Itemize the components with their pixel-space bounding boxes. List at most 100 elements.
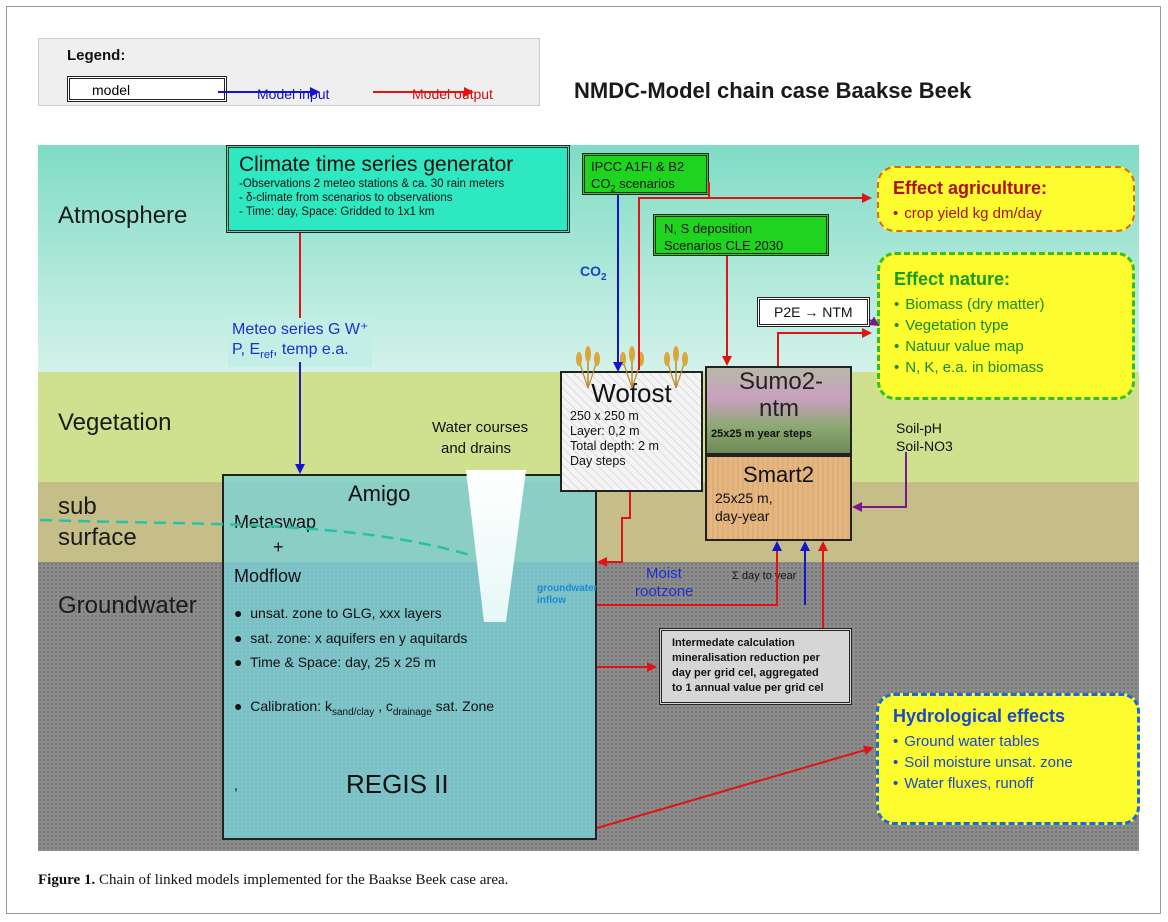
calibration-a: Calibration: k: [250, 698, 332, 714]
effect-nature-item-2: Vegetation type: [894, 315, 1118, 336]
amigo-plus: +: [273, 537, 284, 557]
water-courses-label-2: and drains: [441, 440, 512, 457]
effect-nature-title: Effect nature:: [894, 269, 1011, 289]
effect-agriculture: Effect agriculture: crop yield kg dm/day: [877, 166, 1135, 232]
deposition-scenarios: N, S deposition Scenarios CLE 2030: [653, 214, 829, 256]
sumo-title-1: Sumo2-: [739, 368, 824, 395]
deposition-line-1: N, S deposition: [664, 221, 753, 236]
ipcc-line-2: CO2 scenarios: [591, 175, 700, 198]
sigma-label: Σ day to year: [732, 570, 797, 582]
intermediate-line-4: to 1 annual value per grid cel: [672, 682, 824, 694]
climate-line-1: -Observations 2 meteo stations & ca. 30 …: [239, 178, 505, 190]
amigo-bullet-1-text: unsat. zone to GLG, xxx layers: [250, 605, 442, 621]
deposition-line-2: Scenarios CLE 2030: [664, 238, 784, 253]
moist-label-1: Moist: [646, 565, 682, 582]
caption-text: Chain of linked models implemented for t…: [95, 872, 509, 888]
co2-main: CO: [580, 263, 601, 279]
smart-line-1: 25x25 m,: [715, 490, 773, 506]
smart-line-2: day-year: [715, 508, 770, 524]
layer-atmosphere: Atmosphere: [58, 202, 188, 229]
wheat-icons: [576, 346, 688, 389]
gw-inflow-label-1: groundwater: [537, 583, 598, 594]
amigo-comma: ,: [234, 777, 238, 793]
legend: Legend: model Model input Model output: [38, 38, 540, 106]
diagram-title: NMDC-Model chain case Baakse Beek: [574, 78, 972, 103]
wheat-icon-3: [664, 346, 688, 389]
amigo-title: Amigo: [348, 481, 411, 506]
figure-caption: Figure 1. Chain of linked models impleme…: [38, 872, 508, 889]
intermediate-line-2: mineralisation reduction per: [672, 652, 820, 664]
amigo-modflow: Modflow: [234, 566, 302, 586]
effect-agriculture-title: Effect agriculture:: [893, 178, 1048, 198]
groundwater-level-dashed: [39, 518, 471, 557]
figure-frame: [6, 6, 1161, 914]
intermediate-line-3: day per grid cel, aggregated: [672, 667, 819, 679]
amigo-bullet-1: ● unsat. zone to GLG, xxx layers: [234, 605, 442, 621]
wofost-model: Wofost 250 x 250 m Layer: 0,2 m Total de…: [560, 371, 703, 492]
meteo-line-2: P, Eref, temp e.a.: [232, 340, 368, 365]
co2-label: CO2: [580, 263, 607, 283]
meteo-temp: , temp e.a.: [273, 341, 349, 358]
legend-model-box: model: [67, 76, 227, 102]
wofost-to-agriculture-arrow: [638, 193, 872, 370]
climate-generator: Climate time series generator -Observati…: [226, 145, 570, 233]
amigo-to-hydro-arrow: [596, 745, 874, 829]
legend-title: Legend:: [67, 47, 126, 64]
climate-title: Climate time series generator: [239, 153, 514, 176]
effect-nature: Effect nature: Biomass (dry matter) Vege…: [877, 252, 1135, 400]
wofost-line-1: 250 x 250 m: [570, 409, 639, 423]
moist-rootzone-arrow: [597, 541, 782, 606]
soil-ph-label: Soil-pH: [896, 420, 942, 436]
calibration-b: , c: [374, 698, 393, 714]
intermediate-calculation: Intermedate calculation mineralisation r…: [659, 628, 852, 705]
intermediate-line-1: Intermedate calculation: [672, 637, 795, 649]
effect-nature-item-4: N, K, e.a. in biomass: [894, 357, 1118, 378]
sumo-title-2: ntm: [759, 395, 800, 422]
effect-hydrological: Hydrological effects Ground water tables…: [876, 693, 1140, 825]
smart-title: Smart2: [743, 462, 814, 487]
effect-nature-item-3: Natuur value map: [894, 336, 1118, 357]
layer-sub: sub: [58, 493, 97, 520]
wofost-line-4: Day steps: [570, 454, 626, 468]
layer-vegetation: Vegetation: [58, 409, 172, 436]
smart2-model: Smart2 25x25 m, day-year: [705, 455, 852, 541]
ipcc-scen: scenarios: [615, 176, 675, 191]
amigo-bullet-3: ● Time & Space: day, 25 x 25 m: [234, 654, 436, 670]
amigo-bullet-2: ● sat. zone: x aquifers en y aquitards: [234, 630, 468, 646]
soil-no3-label: Soil-NO3: [896, 438, 953, 454]
amigo-bullet-2-text: sat. zone: x aquifers en y aquitards: [250, 630, 468, 646]
amigo-regis: REGIS II: [346, 769, 449, 799]
effect-nature-item-1: Biomass (dry matter): [894, 294, 1118, 315]
meteo-line-1: Meteo series G W⁺: [232, 321, 369, 338]
sumo-to-nature-arrow: [777, 328, 872, 366]
co2-sub: 2: [601, 271, 607, 283]
ipcc-co: CO: [591, 176, 611, 191]
meteo-label: Meteo series G W⁺ P, Eref, temp e.a.: [228, 318, 373, 368]
meteo-ref: ref: [260, 349, 274, 362]
calibration-sub-1: sand/clay: [331, 706, 375, 718]
effect-hydrological-item-1: Ground water tables: [893, 731, 1123, 752]
calibration-sub-2: drainage: [392, 706, 432, 718]
soil-to-smart-arrow: [852, 452, 907, 512]
legend-model-label: model: [92, 82, 131, 98]
calibration-c: sat. Zone: [431, 698, 495, 714]
effect-agriculture-item: crop yield kg dm/day: [893, 203, 1119, 224]
moist-label-2: rootzone: [635, 583, 694, 600]
p2e-ntm-model: P2E → NTM: [757, 297, 870, 327]
caption-label: Figure 1.: [38, 872, 96, 888]
effect-hydrological-item-3: Water fluxes, runoff: [893, 773, 1123, 794]
funnel-shape: [466, 470, 526, 622]
climate-line-2: - δ-climate from scenarios to observatio…: [239, 192, 453, 204]
meteo-p: P, E: [232, 341, 261, 358]
layer-groundwater: Groundwater: [58, 592, 197, 619]
layer-surface: surface: [58, 524, 137, 551]
effect-hydrological-title: Hydrological effects: [893, 706, 1066, 726]
amigo-model: [222, 474, 597, 840]
p2e-to-nature-arrow: [868, 316, 880, 327]
wofost-line-3: Total depth: 2 m: [570, 439, 659, 453]
ipcc-line-1: IPCC A1FI & B2: [591, 159, 685, 174]
amigo-bullet-3-text: Time & Space: day, 25 x 25 m: [249, 654, 436, 670]
ipcc-sub: 2: [610, 183, 616, 194]
